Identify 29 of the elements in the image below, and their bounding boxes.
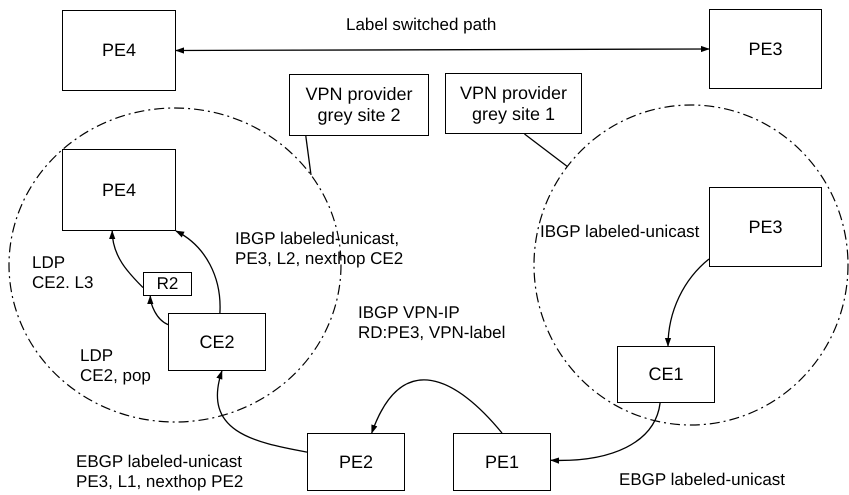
arrow: [175, 230, 221, 313]
edge-label: LDP CE2, pop: [80, 346, 152, 387]
router-box: CE1: [617, 346, 715, 403]
edge-label: Label switched path: [346, 15, 498, 36]
edge-label: EBGP labeled-unicast: [619, 470, 786, 490]
edge-label: IBGP VPN-IP RD:PE3, VPN-label: [358, 303, 506, 344]
callout-box: VPN provider grey site 2: [289, 74, 429, 136]
arrow: [148, 295, 168, 326]
callout-box: VPN provider grey site 1: [445, 73, 582, 134]
leader-line: [305, 136, 312, 175]
edge-label: LDP CE2. L3: [32, 253, 94, 294]
arrow: [216, 370, 308, 453]
edge-label: EBGP labeled-unicast PE3, L1, nexthop PE2: [76, 452, 244, 493]
arrow: [550, 402, 661, 464]
router-box: CE2: [168, 313, 266, 371]
edge-label: IBGP labeled-unicast: [540, 222, 700, 242]
router-box: PE1: [453, 433, 551, 491]
router-box: R2: [143, 272, 192, 296]
arrow: [109, 230, 144, 288]
arrow: [371, 380, 502, 434]
router-box: PE4: [62, 10, 176, 91]
router-box: PE3: [709, 9, 822, 89]
router-box: PE4: [62, 149, 176, 231]
double-arrow: [175, 46, 710, 54]
router-box: PE3: [709, 187, 822, 267]
leader-line: [524, 133, 568, 168]
edge-label: IBGP labeled-unicast, PE3, L2, nexthop CE2: [235, 229, 404, 270]
arrow: [665, 258, 710, 347]
router-box: PE2: [307, 433, 405, 491]
